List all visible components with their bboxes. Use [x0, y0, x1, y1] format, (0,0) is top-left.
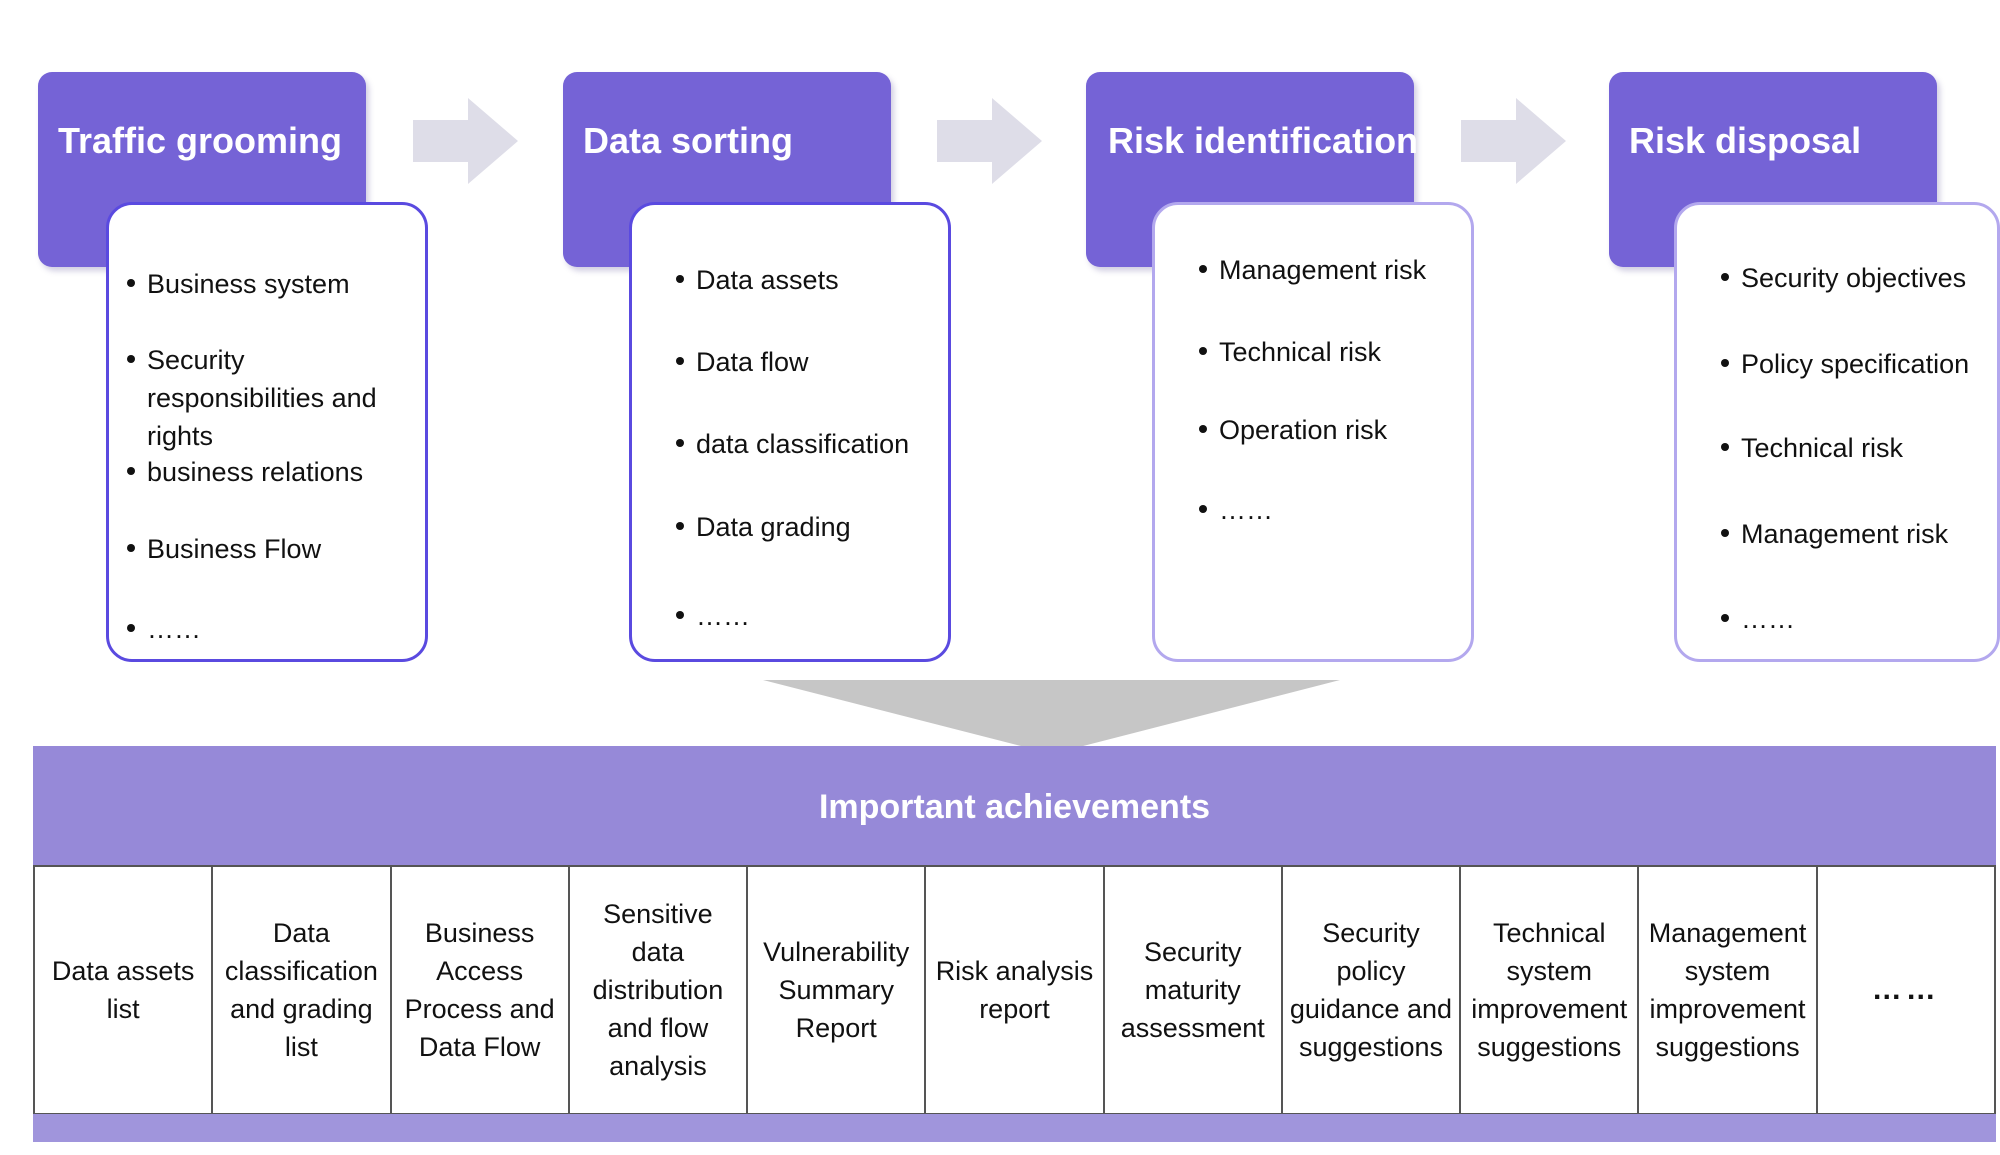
- stage-item: Security objectives: [1720, 259, 1966, 297]
- achievements-title: Important achievements: [818, 788, 1211, 826]
- right-arrow-icon: [937, 98, 1042, 184]
- right-arrow-icon: [1461, 98, 1566, 184]
- stage-item: Security responsibilities and rights: [127, 341, 429, 455]
- achievements-table-row: Data assets list Data classification and…: [33, 865, 1996, 1115]
- stage-item: ……: [676, 597, 750, 635]
- stage-title: Risk identification: [1108, 120, 1419, 161]
- achievement-cell: Security policy guidance and suggestions: [1280, 867, 1459, 1113]
- achievement-cell: Business Access Process and Data Flow: [389, 867, 568, 1113]
- stage-item: Policy specification: [1720, 345, 1969, 383]
- achievement-cell: Sensitive data distribution and flow ana…: [567, 867, 746, 1113]
- stage-box-data-sorting: Data assets Data flow data classificatio…: [629, 202, 951, 662]
- stage-item: Data flow: [676, 343, 809, 381]
- stage-item: Business Flow: [126, 530, 321, 568]
- stage-item: business relations: [126, 453, 363, 491]
- achievement-cell: Risk analysis report: [924, 867, 1102, 1113]
- achievement-cell: Data classification and grading list: [211, 867, 389, 1113]
- stage-box-traffic-grooming: Business system Security responsibilitie…: [106, 202, 428, 662]
- stage-item: Business system: [127, 265, 350, 303]
- stage-item: Technical risk: [1198, 333, 1381, 371]
- stage-item: ……: [127, 610, 201, 648]
- stage-item: ……: [1721, 600, 1795, 638]
- stage-item: data classification: [675, 425, 909, 463]
- achievement-cell: Vulnerability Summary Report: [746, 867, 924, 1113]
- right-arrow-icon: [413, 98, 518, 184]
- achievement-cell: Data assets list: [33, 867, 211, 1113]
- stage-box-risk-disposal: Security objectives Policy specification…: [1674, 202, 2000, 662]
- stage-item: Management risk: [1720, 515, 1948, 553]
- stage-item: Data assets: [676, 261, 839, 299]
- stage-item: ……: [1199, 491, 1273, 529]
- achievement-cell: Management system improvement suggestion…: [1637, 867, 1815, 1113]
- stage-box-risk-identification: Management risk Technical risk Operation…: [1152, 202, 1474, 662]
- stage-title: Risk disposal: [1629, 120, 1862, 161]
- achievement-cell-more: ……: [1815, 867, 1996, 1113]
- stage-item: Technical risk: [1720, 429, 1903, 467]
- stage-item: Management risk: [1198, 251, 1426, 289]
- stage-title: Data sorting: [583, 120, 794, 161]
- achievement-cell: Security maturity assessment: [1102, 867, 1281, 1113]
- stage-item: Operation risk: [1198, 411, 1387, 449]
- achievements-banner: Important achievements: [33, 746, 1996, 866]
- stage-title: Traffic grooming: [58, 120, 343, 161]
- achievements-footer-bar: [33, 1114, 1996, 1142]
- stage-item: Data grading: [676, 508, 851, 546]
- achievement-cell: Technical system improvement suggestions: [1459, 867, 1637, 1113]
